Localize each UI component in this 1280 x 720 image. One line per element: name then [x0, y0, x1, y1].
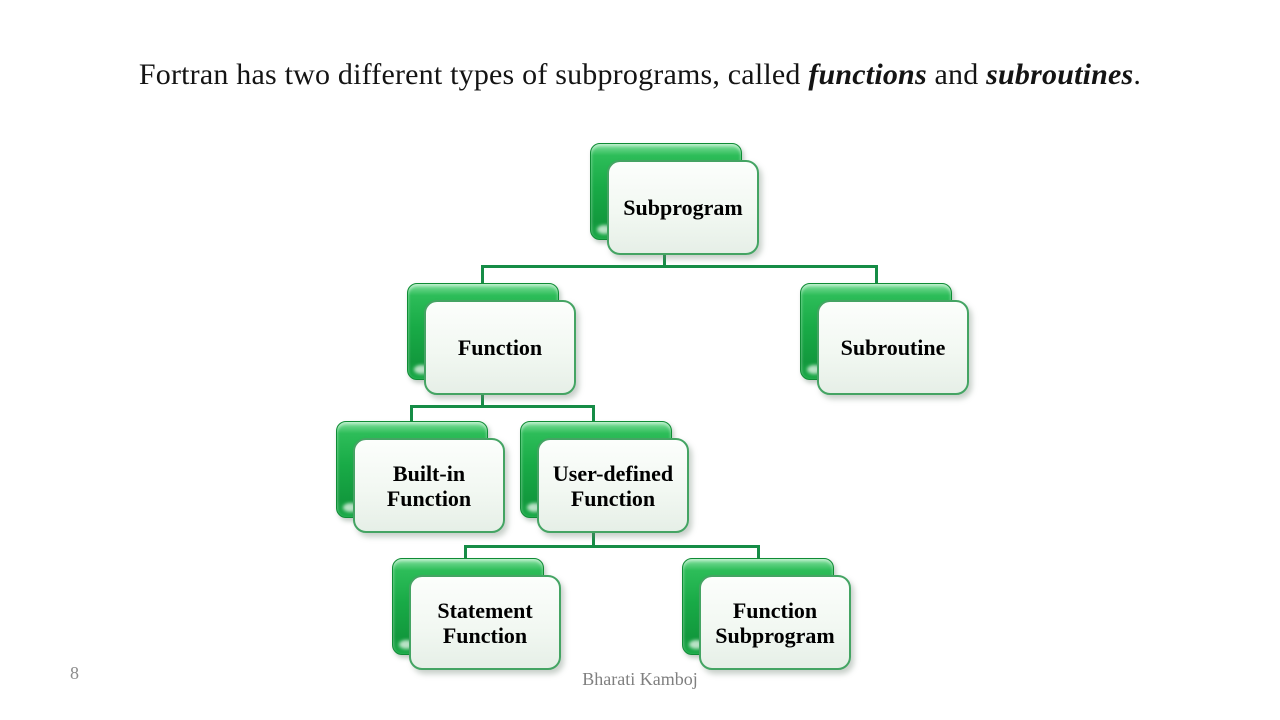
- node-statement-function-front-panel: Statement Function: [409, 575, 561, 670]
- node-subprogram-label: Subprogram: [623, 195, 743, 220]
- node-function: Function: [407, 283, 576, 395]
- connector-rail-level3: [464, 545, 760, 548]
- node-function-subprogram-line2: Subprogram: [715, 622, 835, 648]
- connector-userdefined-down: [592, 520, 595, 548]
- node-user-defined-function: User-defined Function: [520, 421, 689, 533]
- title-emphasis-subroutines: subroutines: [986, 58, 1134, 91]
- node-built-in-function-line1: Built-in: [392, 460, 466, 486]
- node-statement-function-line2: Function: [442, 622, 528, 648]
- node-subprogram-front-panel: Subprogram: [607, 160, 759, 255]
- node-built-in-function: Built-in Function: [336, 421, 505, 533]
- node-built-in-function-line2: Function: [386, 485, 472, 511]
- connector-rail-level1: [481, 265, 878, 268]
- connector-stub-subroutine: [875, 265, 878, 286]
- connector-stub-funcsubprogram: [757, 545, 760, 561]
- node-subroutine-front-panel: Subroutine: [817, 300, 969, 395]
- connector-stub-statement: [464, 545, 467, 561]
- node-statement-function: Statement Function: [392, 558, 561, 670]
- node-user-defined-function-line1: User-defined: [552, 460, 674, 486]
- node-function-subprogram-front-panel: Function Subprogram: [699, 575, 851, 670]
- node-function-label: Function: [457, 335, 543, 360]
- slide-title: Fortran has two different types of subpr…: [0, 58, 1280, 92]
- title-text-part3: .: [1133, 58, 1142, 91]
- title-text-part2: and: [926, 58, 987, 91]
- node-user-defined-function-line2: Function: [570, 485, 656, 511]
- page-number: 8: [70, 663, 79, 683]
- node-built-in-function-front-panel: Built-in Function: [353, 438, 505, 533]
- connector-function-down: [481, 382, 484, 408]
- connector-rail-level2: [410, 405, 595, 408]
- node-function-front-panel: Function: [424, 300, 576, 395]
- footer-author: Bharati Kamboj: [582, 669, 698, 689]
- node-subroutine-label: Subroutine: [840, 335, 946, 360]
- title-emphasis-functions: functions: [808, 58, 927, 91]
- connector-stub-userdefined: [592, 405, 595, 424]
- node-statement-function-line1: Statement: [437, 597, 533, 623]
- node-subprogram: Subprogram: [590, 143, 759, 255]
- title-text-part1: Fortran has two different types of subpr…: [138, 58, 809, 91]
- node-subroutine: Subroutine: [800, 283, 969, 395]
- node-function-subprogram: Function Subprogram: [682, 558, 851, 670]
- node-user-defined-function-front-panel: User-defined Function: [537, 438, 689, 533]
- node-function-subprogram-line1: Function: [732, 597, 818, 623]
- connector-stub-builtin: [410, 405, 413, 424]
- connector-stub-function: [481, 265, 484, 286]
